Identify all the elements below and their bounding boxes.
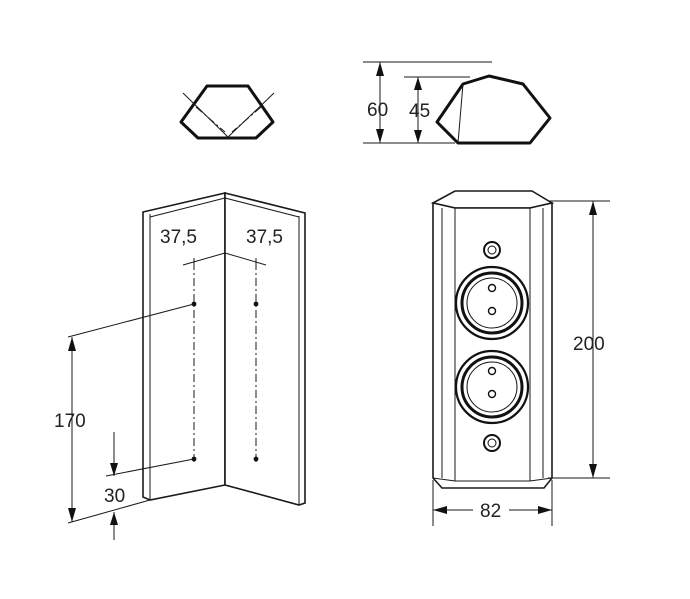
arrow-82-right (538, 506, 552, 514)
bracket-top-inner-left (149, 197, 226, 218)
dim-line-37-5-left (182, 252, 226, 266)
dim-label-60: 60 (367, 100, 388, 121)
dim-label-82: 82 (480, 501, 501, 522)
ext-line-170-bottom (67, 499, 151, 524)
socket-top-edge (457, 83, 464, 144)
dim-label-37-5-left: 37,5 (160, 227, 197, 248)
bracket-front-view: 37,5 37,5 170 30 (54, 191, 306, 540)
dim-line-37-5-right (224, 252, 267, 266)
screw-top-icon (483, 241, 501, 259)
socket-top-outline (435, 74, 552, 145)
bracket-left-panel (142, 191, 226, 501)
ext-line-170-top (67, 303, 195, 338)
bracket-top-view (179, 84, 275, 140)
centerline-left (195, 106, 226, 133)
arrow-200-top (589, 201, 597, 215)
dim-label-30: 30 (104, 486, 125, 507)
arrow-200-bottom (589, 464, 597, 478)
arrow-45-bottom (414, 130, 422, 143)
section-line-left (182, 92, 230, 139)
arrow-170-bottom (68, 508, 76, 522)
ext-line-30-top (105, 458, 195, 477)
arrow-60-bottom (376, 129, 384, 143)
mount-hole-upper-right (253, 301, 259, 307)
dim-label-200: 200 (573, 334, 605, 355)
socket-front-view: 200 82 (430, 190, 610, 526)
bracket-top-outline (179, 84, 275, 140)
socket-bottom-edge (432, 477, 553, 482)
arrow-45-top (414, 77, 422, 90)
dim-label-37-5-right: 37,5 (246, 227, 283, 248)
section-line-right (226, 92, 275, 139)
dim-label-45: 45 (409, 101, 430, 122)
arrow-30-top (110, 463, 118, 476)
mount-hole-lower-right (253, 456, 259, 462)
arrow-30-bottom (110, 512, 118, 525)
centerline-right (231, 106, 262, 133)
arrow-60-top (376, 62, 384, 76)
power-outlet-upper-icon (454, 265, 530, 341)
dim-label-170: 170 (54, 411, 86, 432)
arrow-170-top (68, 337, 76, 351)
arrow-82-left (433, 506, 447, 514)
screw-bottom-icon (483, 434, 501, 452)
power-outlet-lower-icon (454, 349, 530, 425)
socket-top-view: 60 45 (363, 61, 552, 145)
bracket-top-inner-right (224, 197, 300, 218)
socket-top-cap (430, 190, 555, 209)
